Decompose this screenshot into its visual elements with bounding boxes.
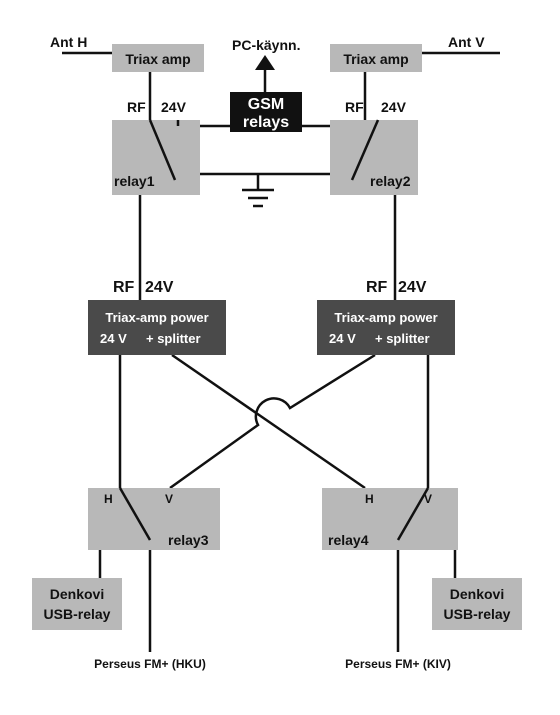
relay2-box xyxy=(330,120,418,195)
relay4-label: relay4 xyxy=(328,532,369,548)
denkovi-left-box xyxy=(32,578,122,630)
power-left-splitter-text: + splitter xyxy=(146,331,201,346)
output-left-label: Perseus FM+ (HKU) xyxy=(94,657,206,671)
denkovi-right-box xyxy=(432,578,522,630)
relay3-label: relay3 xyxy=(168,532,209,548)
pc-arrow-icon xyxy=(255,55,275,70)
power-right-24v-text: 24 V xyxy=(329,331,356,346)
power-splitter-left-box xyxy=(88,300,226,355)
ant-v-label: Ant V xyxy=(448,34,485,50)
relay3-box xyxy=(88,488,220,550)
cross-wire-right-to-relay3 xyxy=(169,353,376,490)
gsm-relays-box xyxy=(230,92,302,132)
ant-h-label: Ant H xyxy=(50,34,87,50)
power-left-24v-label: 24V xyxy=(145,279,174,296)
triax-amp-left-label: Triax amp xyxy=(125,51,190,67)
relay2-24v-label: 24V xyxy=(381,99,407,115)
gsm-line1: GSM xyxy=(248,96,284,113)
relay2-switch-arm xyxy=(350,119,380,181)
triax-amp-left-box xyxy=(112,44,204,72)
denkovi-left-line1: Denkovi xyxy=(50,586,104,602)
power-right-splitter-text: + splitter xyxy=(375,331,430,346)
relay4-h-label: H xyxy=(365,492,374,506)
denkovi-right-line2: USB-relay xyxy=(444,606,511,622)
power-splitter-right-box xyxy=(317,300,455,355)
relay1-switch-arm xyxy=(148,119,177,181)
relay1-rf-label: RF xyxy=(127,99,146,115)
triax-amp-right-label: Triax amp xyxy=(343,51,408,67)
relay4-switch-arm xyxy=(396,487,430,541)
power-right-24v-label: 24V xyxy=(398,279,427,296)
denkovi-right-line1: Denkovi xyxy=(450,586,504,602)
relay4-v-label: V xyxy=(424,492,432,506)
power-left-24v-text: 24 V xyxy=(100,331,127,346)
relay2-rf-label: RF xyxy=(345,99,364,115)
power-right-line1: Triax-amp power xyxy=(334,310,437,325)
relay4-box xyxy=(322,488,458,550)
relay2-label: relay2 xyxy=(370,173,411,189)
relay3-v-label: V xyxy=(165,492,173,506)
gsm-line2: relays xyxy=(243,114,289,131)
power-left-line1: Triax-amp power xyxy=(105,310,208,325)
pc-label: PC-käynn. xyxy=(232,37,300,53)
power-left-rf-label: RF xyxy=(113,279,135,296)
output-right-label: Perseus FM+ (KIV) xyxy=(345,657,451,671)
power-right-rf-label: RF xyxy=(366,279,388,296)
relay1-24v-label: 24V xyxy=(161,99,187,115)
cross-wire-left-to-relay4 xyxy=(171,353,366,490)
relay3-switch-arm xyxy=(118,487,152,541)
denkovi-left-line2: USB-relay xyxy=(44,606,111,622)
relay3-h-label: H xyxy=(104,492,113,506)
relay1-label: relay1 xyxy=(114,173,155,189)
triax-amp-right-box xyxy=(330,44,422,72)
